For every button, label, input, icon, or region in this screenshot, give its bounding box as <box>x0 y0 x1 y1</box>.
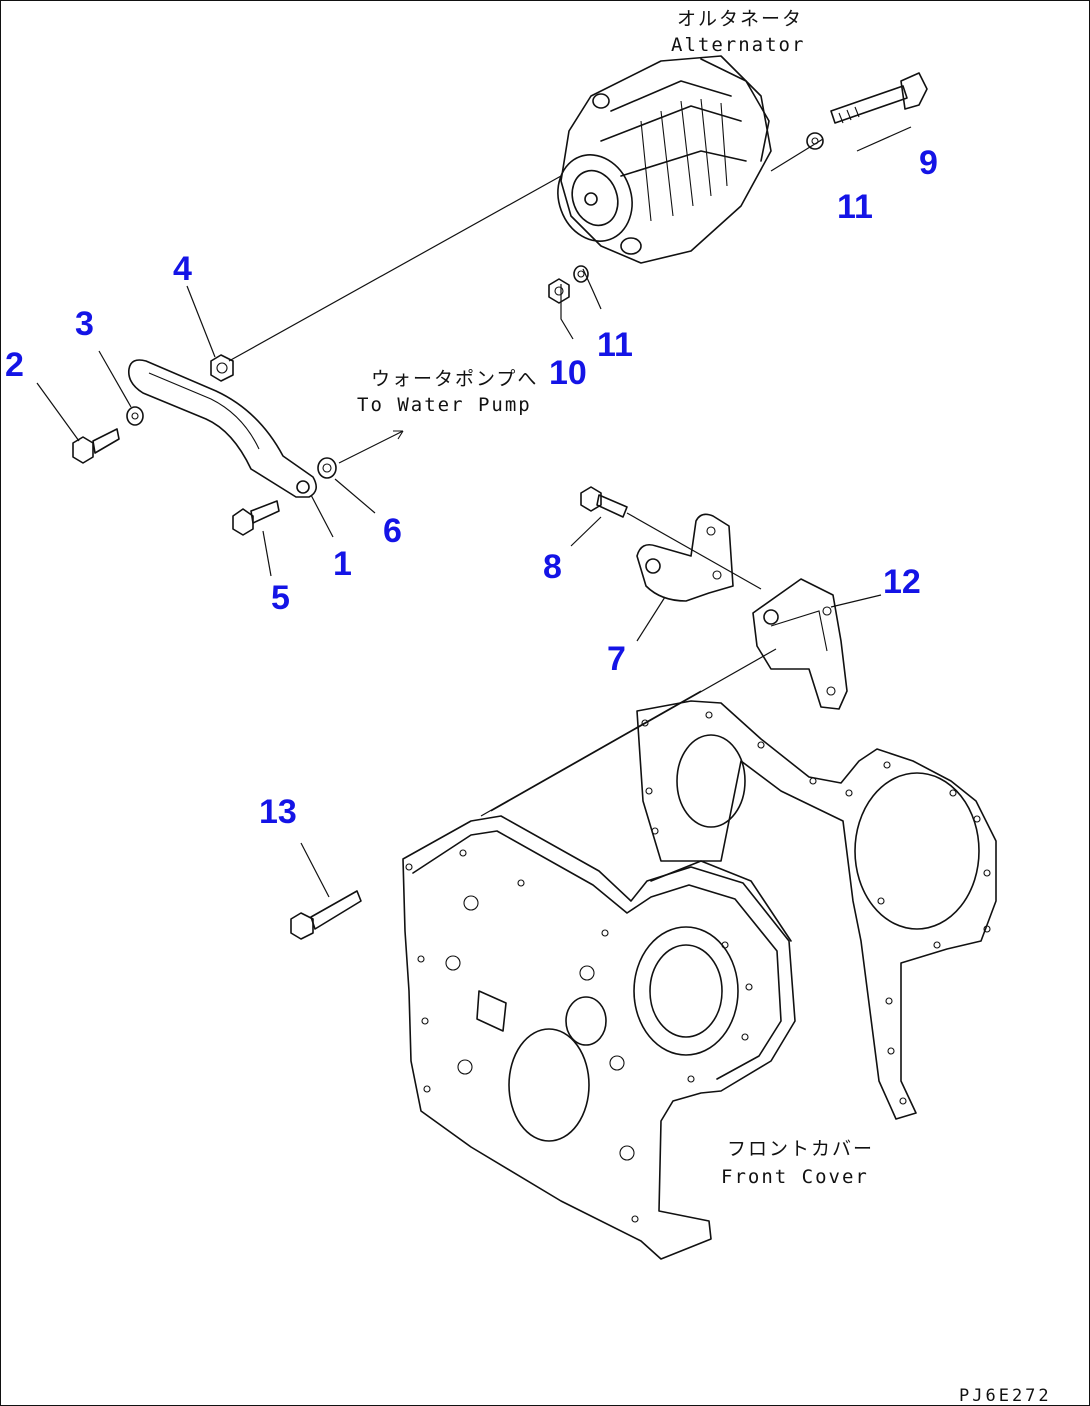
washer-3 <box>126 406 144 426</box>
bracket-12 <box>752 578 848 710</box>
washer-11-lower <box>573 265 589 283</box>
bolt-13 <box>290 890 362 940</box>
nut-10 <box>548 278 570 304</box>
drawing-code: PJ6E272 <box>959 1386 1052 1406</box>
callout-7: 7 <box>607 640 626 678</box>
front-cover <box>402 815 796 1260</box>
alternator <box>557 55 772 264</box>
callout-10: 10 <box>549 354 587 392</box>
washer-6 <box>317 457 337 479</box>
callout-11-upper: 11 <box>837 188 873 226</box>
callout-2: 2 <box>5 346 24 384</box>
callout-3: 3 <box>75 305 94 343</box>
water-pump-label-en: To Water Pump <box>357 394 532 416</box>
callout-5: 5 <box>271 579 290 617</box>
callout-1: 1 <box>333 545 352 583</box>
water-pump-label-jp: ウォータポンプへ <box>371 368 538 390</box>
alternator-label-en: Alternator <box>671 34 805 56</box>
bolt-9 <box>830 72 928 124</box>
alternator-label-jp: オルタネータ <box>677 8 803 30</box>
bolt-2 <box>72 428 120 464</box>
washer-11-upper <box>806 132 824 150</box>
gasket <box>636 700 997 1120</box>
callout-13: 13 <box>259 793 297 831</box>
bolt-5 <box>232 500 280 536</box>
callout-4: 4 <box>173 250 192 288</box>
nut-4 <box>210 354 234 382</box>
callout-9: 9 <box>919 144 938 182</box>
leader-lines <box>36 126 912 898</box>
callout-6: 6 <box>383 512 402 550</box>
callout-11-lower: 11 <box>597 326 633 364</box>
front-cover-label-en: Front Cover <box>721 1166 869 1188</box>
callout-12: 12 <box>883 563 921 601</box>
bolt-8 <box>580 486 628 518</box>
callout-8: 8 <box>543 548 562 586</box>
adjust-plate-1 <box>127 359 317 498</box>
front-cover-label-jp: フロントカバー <box>727 1138 874 1160</box>
